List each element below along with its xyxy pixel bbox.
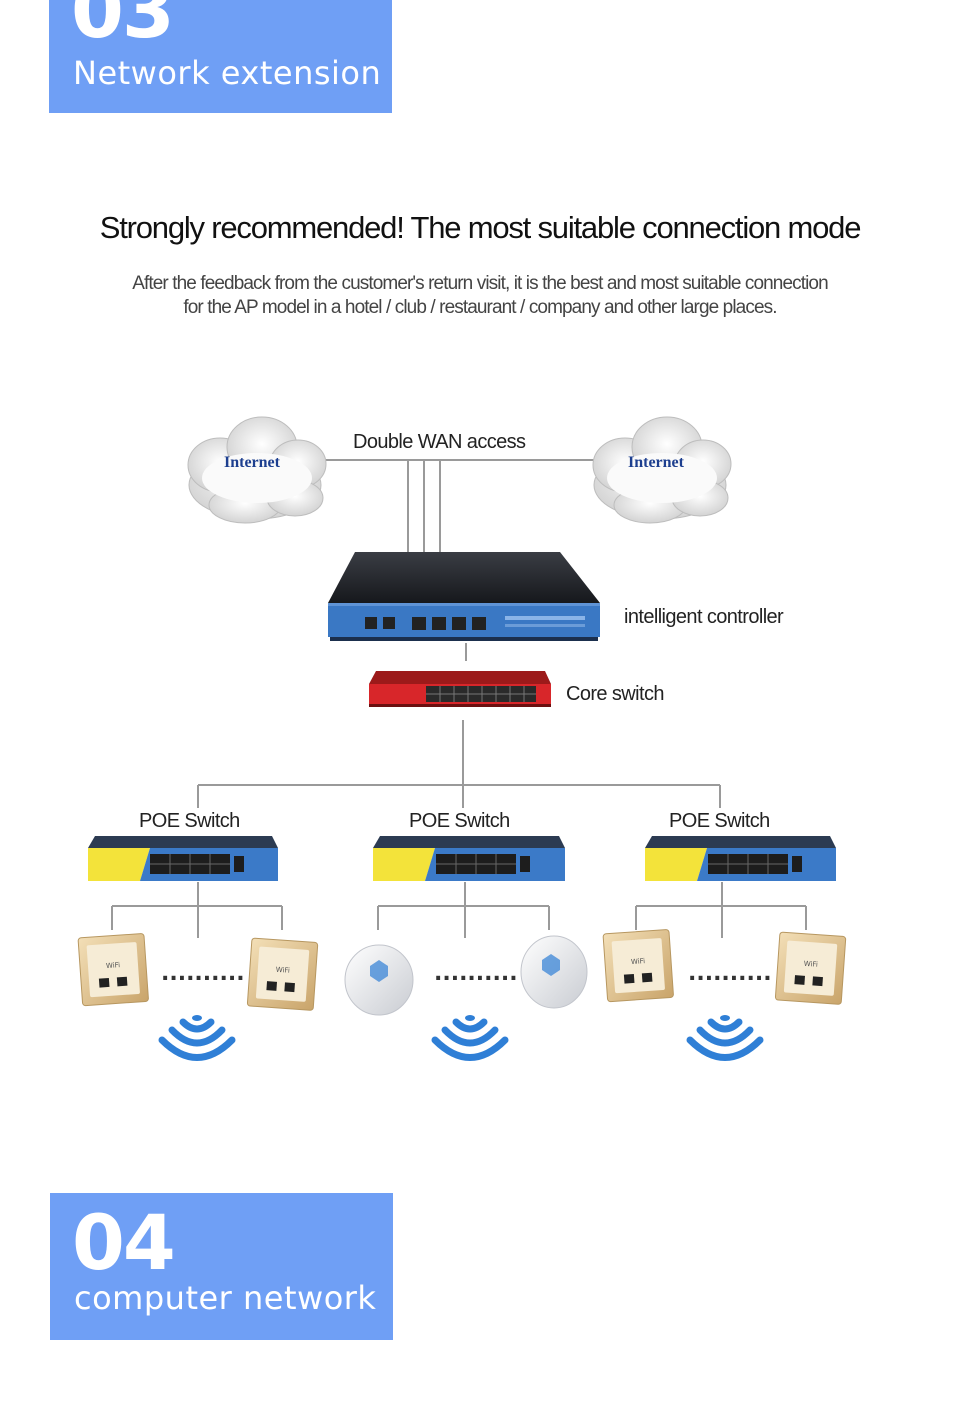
wall-panel-ap: WiFi xyxy=(774,931,847,1005)
section-badge-03: 03 Network extension xyxy=(49,0,392,113)
wall-panel-ap: WiFi xyxy=(246,937,319,1011)
core-switch-device xyxy=(369,671,551,707)
internet-label: Internet xyxy=(628,454,685,471)
intelligent-controller-label: intelligent controller xyxy=(624,606,784,628)
poe-switch-device xyxy=(645,836,836,881)
wifi-text: WiFi xyxy=(106,961,121,970)
section-title: Network extension xyxy=(73,54,382,92)
ceiling-ap xyxy=(520,935,588,1009)
double-wan-label: Double WAN access xyxy=(353,431,526,453)
core-switch-label: Core switch xyxy=(566,683,664,705)
ellipsis-dots: .......... xyxy=(434,961,518,986)
intelligent-controller-device xyxy=(328,552,600,641)
internet-cloud-right: Internet xyxy=(592,416,732,524)
poe-switch-label: POE Switch xyxy=(139,810,240,832)
section-badge-04: 04 computer network xyxy=(50,1193,393,1340)
wifi-signal-icon xyxy=(158,1015,236,1061)
wifi-text: WiFi xyxy=(631,957,646,966)
wall-panel-ap: WiFi xyxy=(602,929,674,1003)
poe-switch-label: POE Switch xyxy=(669,810,770,832)
wifi-signal-icon xyxy=(431,1015,509,1061)
connection-lines xyxy=(111,459,807,938)
description-line-2: for the AP model in a hotel / club / res… xyxy=(183,297,777,318)
section-number: 04 xyxy=(72,1198,176,1287)
description-line-1: After the feedback from the customer's r… xyxy=(132,273,828,294)
internet-cloud-left: Internet xyxy=(187,416,327,524)
network-topology-diagram: Internet Internet Double WAN access inte… xyxy=(77,416,847,1061)
ceiling-ap xyxy=(344,944,414,1016)
wifi-text: WiFi xyxy=(803,960,818,969)
section-number: 03 xyxy=(71,0,175,55)
section-title: computer network xyxy=(74,1279,377,1317)
poe-switch-label: POE Switch xyxy=(409,810,510,832)
wifi-text: WiFi xyxy=(275,966,290,975)
wall-panel-ap: WiFi xyxy=(77,933,149,1007)
ellipsis-dots: .......... xyxy=(161,961,245,986)
headline: Strongly recommended! The most suitable … xyxy=(99,210,862,245)
ellipsis-dots: .......... xyxy=(688,961,772,986)
wifi-signal-icon xyxy=(686,1015,764,1061)
poe-switch-device xyxy=(373,836,565,881)
internet-label: Internet xyxy=(224,454,281,471)
poe-switch-device xyxy=(88,836,278,881)
